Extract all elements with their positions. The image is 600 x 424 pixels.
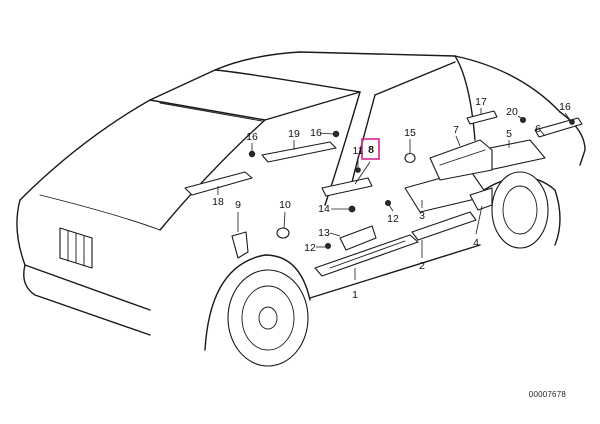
callout-5: 5 bbox=[506, 128, 512, 140]
callout-12a: 12 bbox=[304, 242, 316, 254]
callout-17: 17 bbox=[475, 96, 487, 108]
reference-number: 00007678 bbox=[528, 390, 566, 399]
callout-16c: 16 bbox=[559, 101, 571, 113]
callout-2: 2 bbox=[419, 260, 425, 272]
callout-16a: 16 bbox=[246, 131, 258, 143]
callout-18: 18 bbox=[212, 196, 224, 208]
callout-20: 20 bbox=[506, 106, 518, 118]
callout-7: 7 bbox=[453, 124, 459, 136]
callout-8-highlight bbox=[361, 138, 380, 160]
callout-4: 4 bbox=[473, 237, 479, 249]
callout-16b: 16 bbox=[310, 127, 322, 139]
callout-6: 6 bbox=[535, 123, 541, 135]
callout-1: 1 bbox=[352, 289, 358, 301]
callout-19: 19 bbox=[288, 128, 300, 140]
parts bbox=[184, 110, 583, 277]
callout-3: 3 bbox=[419, 210, 425, 222]
callout-15: 15 bbox=[404, 127, 416, 139]
callout-13: 13 bbox=[318, 227, 330, 239]
callout-8: 8 bbox=[368, 144, 374, 156]
callout-10: 10 bbox=[279, 199, 291, 211]
car-outline bbox=[16, 51, 586, 367]
callout-14: 14 bbox=[318, 203, 330, 215]
callout-12b: 12 bbox=[387, 213, 399, 225]
leader-lines bbox=[217, 108, 571, 280]
callout-9: 9 bbox=[235, 199, 241, 211]
callout-11: 11 bbox=[353, 145, 364, 157]
